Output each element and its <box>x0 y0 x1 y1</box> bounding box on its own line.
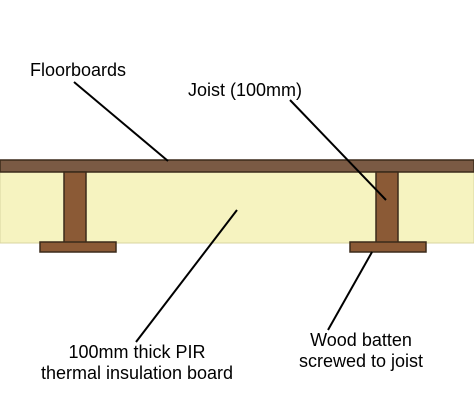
leader-floorboards <box>73 81 169 162</box>
leader-batten <box>327 251 373 331</box>
joist-label: Joist (100mm) <box>188 80 303 100</box>
batten-left <box>39 241 117 253</box>
insulation-label-line1: 100mm thick PIR <box>68 342 206 362</box>
batten-label: Wood batten screwed to joist <box>276 330 446 372</box>
joist-right <box>375 171 399 245</box>
joist-left <box>63 171 87 245</box>
leader-insulation <box>135 209 238 343</box>
insulation-label-line2: thermal insulation board <box>40 363 234 383</box>
insulation-board-label: 100mm thick PIR thermal insulation board <box>32 342 242 384</box>
batten-label-line2: screwed to joist <box>298 351 424 371</box>
batten-right <box>349 241 427 253</box>
floorboards <box>0 159 474 173</box>
floorboards-label: Floorboards <box>30 60 127 80</box>
batten-label-line1: Wood batten <box>310 330 412 350</box>
leader-joist <box>289 99 387 201</box>
